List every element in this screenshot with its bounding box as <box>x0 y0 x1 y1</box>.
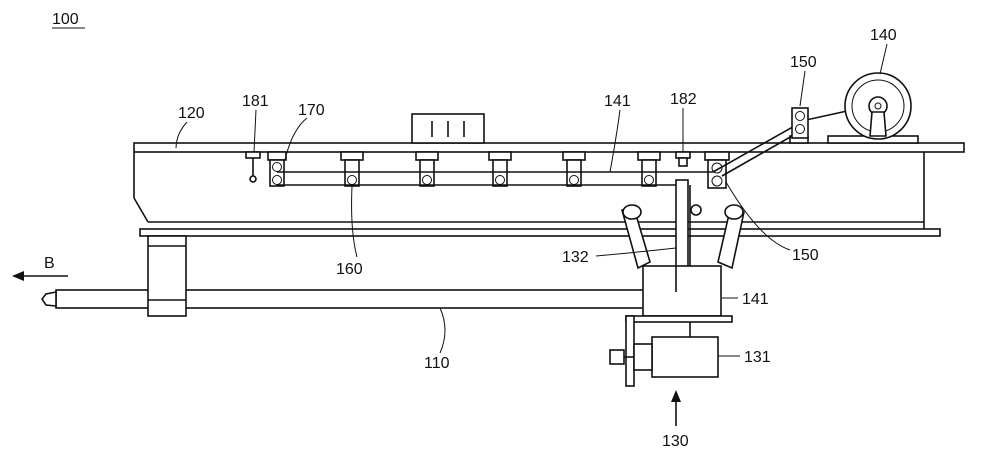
reel-140 <box>845 73 911 139</box>
pulley-150-top <box>792 108 808 138</box>
label-150-top: 150 <box>790 54 817 71</box>
sensor-181 <box>246 152 260 182</box>
label-150-right: 150 <box>792 247 819 264</box>
direction-arrow <box>12 271 68 281</box>
label-160: 160 <box>336 261 363 278</box>
sensor-182 <box>676 152 690 166</box>
figure-number-label: 100 <box>52 11 79 28</box>
label-110: 110 <box>424 355 450 372</box>
label-132: 132 <box>562 249 589 266</box>
roller-row <box>268 152 729 188</box>
direction-label: B <box>44 255 55 272</box>
label-170: 170 <box>298 102 325 119</box>
label-131: 131 <box>744 349 771 366</box>
label-182: 182 <box>670 91 697 108</box>
frame-120 <box>134 114 964 236</box>
leader-lines <box>176 44 887 426</box>
label-140: 140 <box>870 27 897 44</box>
label-181: 181 <box>242 93 269 110</box>
label-120: 120 <box>178 105 205 122</box>
drive-unit-130 <box>610 180 744 386</box>
label-141-top: 141 <box>604 93 631 110</box>
label-130: 130 <box>662 433 689 450</box>
label-141-block: 141 <box>742 291 769 308</box>
